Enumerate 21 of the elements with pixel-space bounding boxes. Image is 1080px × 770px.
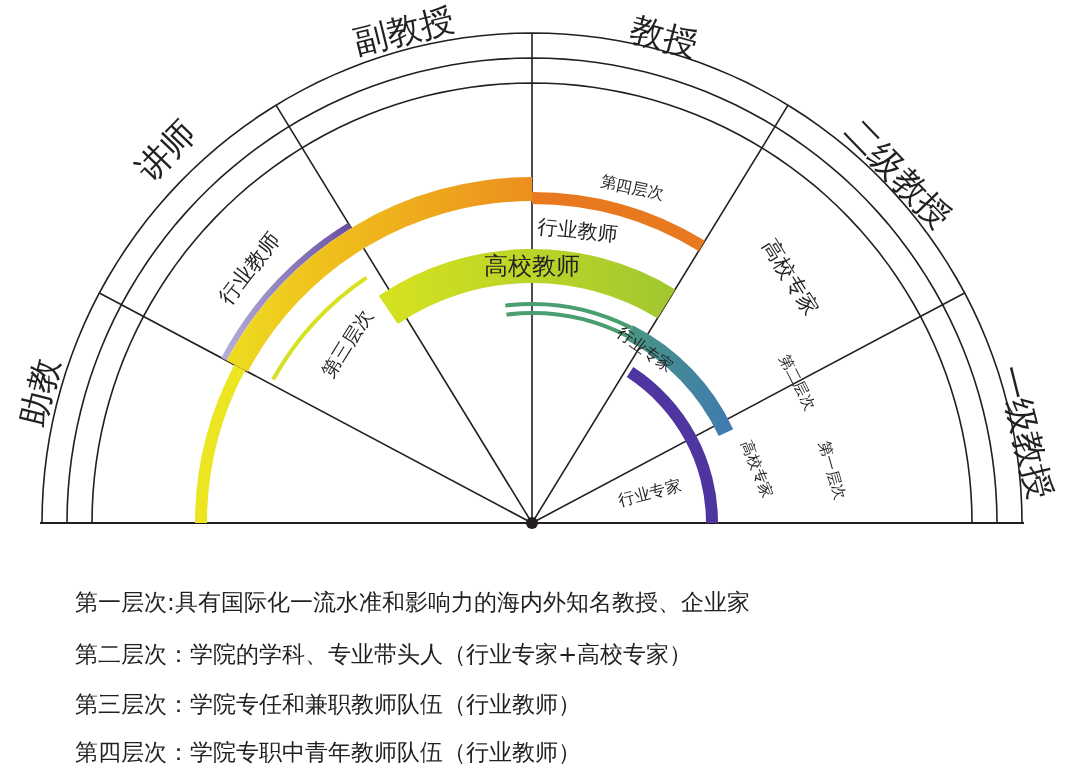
rank-label: 一级教授 [990, 361, 1060, 503]
level-label: 第四层次 [598, 172, 666, 204]
rank-label: 讲师 [128, 112, 204, 188]
level-description: 第四层次：学院专职中青年教师队伍（行业教师） [75, 740, 581, 766]
rank-label: 二级教授 [837, 111, 959, 236]
band-label: 行业专家 [616, 476, 684, 510]
band-label: 高校专家 [738, 437, 776, 500]
band-label: 行业教师 [215, 227, 285, 309]
rank-label: 副教授 [350, 0, 458, 61]
band-label: 高校专家 [757, 235, 823, 319]
band-label: 行业专家 [613, 323, 677, 376]
band-label: 第三层次 [318, 305, 376, 381]
band-label: 高校教师 [484, 253, 580, 280]
level-label: 第二层次 [776, 351, 818, 413]
level-description: 第一层次:具有国际化一流水准和影响力的海内外知名教授、企业家 [75, 590, 750, 616]
level-description: 第二层次：学院的学科、专业带头人（行业专家+高校专家） [75, 642, 693, 668]
level-label: 第一层次 [815, 438, 849, 501]
band-label: 行业教师 [537, 214, 619, 246]
level-description: 第三层次：学院专任和兼职教师队伍（行业教师） [75, 692, 581, 718]
rank-label: 助教 [13, 354, 67, 430]
rank-label: 教授 [626, 9, 702, 64]
